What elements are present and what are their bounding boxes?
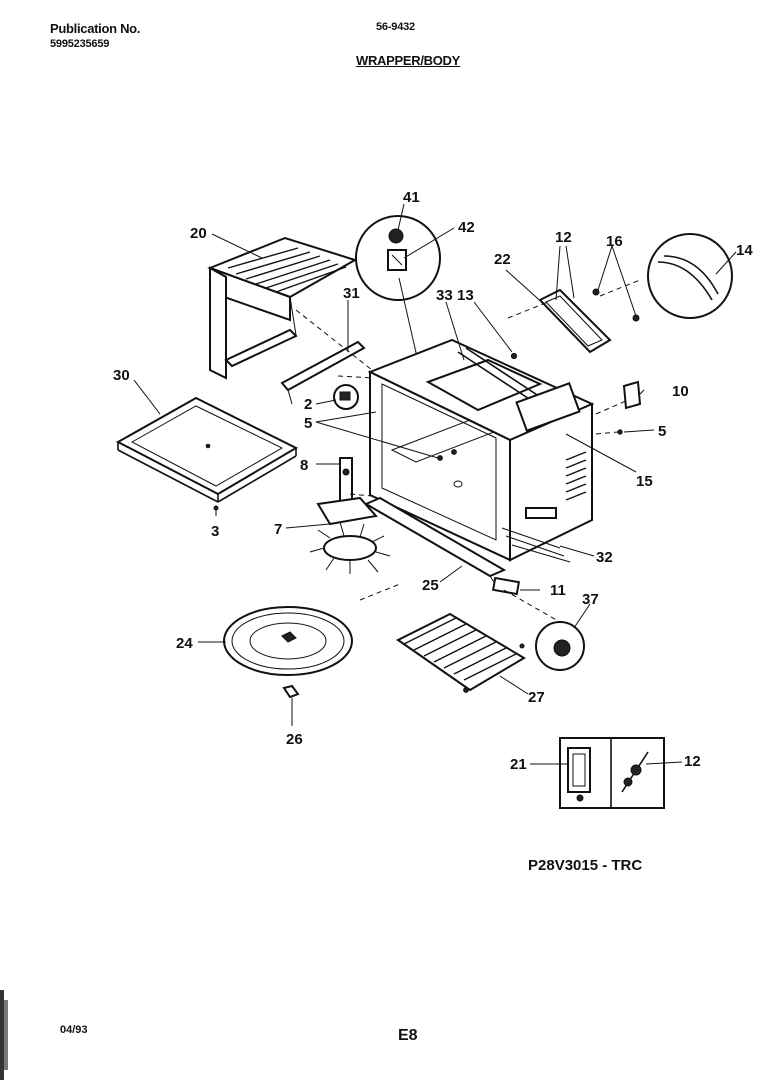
part-25-bottom-rail <box>363 496 507 583</box>
part-8-stirrer-shaft <box>339 457 353 505</box>
callout-15: 15 <box>636 473 653 490</box>
part-24-turntable <box>223 606 353 676</box>
model-code: 56-9432 <box>376 21 415 33</box>
callout-32: 32 <box>596 549 613 566</box>
callout-24: 24 <box>176 635 193 652</box>
part-11-fuse <box>491 576 521 596</box>
part-3-screw <box>213 505 219 511</box>
callout-21: 21 <box>510 756 527 773</box>
callout-10: 10 <box>672 383 689 400</box>
part-27-rack <box>396 612 526 693</box>
leader-lines <box>133 203 737 765</box>
callout-20: 20 <box>190 225 207 242</box>
callout-3: 3 <box>211 523 219 540</box>
section-title: WRAPPER/BODY <box>356 53 461 68</box>
callout-25: 25 <box>422 577 439 594</box>
publication-number: 5995235659 <box>50 38 110 50</box>
part-37-detail <box>519 621 585 671</box>
part-2-clip <box>333 384 359 410</box>
alignment-lines <box>295 309 629 623</box>
part-22-bracket <box>507 279 641 360</box>
callout-37: 37 <box>582 591 599 608</box>
callout-33: 33 <box>436 287 453 304</box>
callout-12-inset: 12 <box>684 753 701 770</box>
callout-5-right: 5 <box>658 423 666 440</box>
detail-circle-14 <box>647 233 733 319</box>
part-7-stirrer-blade <box>309 496 391 574</box>
callout-31: 31 <box>343 285 360 302</box>
part-5-screws <box>595 429 623 435</box>
callout-27: 27 <box>528 689 545 706</box>
callout-12-top: 12 <box>555 229 572 246</box>
callout-16: 16 <box>606 233 623 250</box>
inset-box-21-12 <box>559 737 665 809</box>
callout-14: 14 <box>736 242 753 259</box>
diagram-code: P28V3015 - TRC <box>528 857 642 874</box>
part-10-cover <box>622 380 642 410</box>
callout-41: 41 <box>403 189 420 206</box>
part-33-oven-cavity <box>367 338 595 563</box>
callout-7: 7 <box>274 521 282 538</box>
callout-30: 30 <box>113 367 130 384</box>
detail-circle-41-42 <box>355 215 441 459</box>
callout-5-left: 5 <box>304 415 312 432</box>
part-20-wrapper-top <box>207 236 358 380</box>
callout-8: 8 <box>300 457 308 474</box>
publication-label: Publication No. <box>50 21 141 36</box>
scan-edge-marks <box>0 990 8 1080</box>
part-31-rail <box>280 340 366 405</box>
callout-11: 11 <box>550 582 566 599</box>
footer-date: 04/93 <box>60 1024 88 1036</box>
part-30-tray <box>115 396 299 503</box>
part-26-coupler <box>282 684 300 699</box>
callout-2: 2 <box>304 396 312 413</box>
callout-13: 13 <box>457 287 474 304</box>
callout-22: 22 <box>494 251 511 268</box>
footer-page: E8 <box>398 1027 418 1044</box>
callout-26: 26 <box>286 731 303 748</box>
callout-numbers: 41 42 20 31 33 13 22 12 16 14 30 2 5 10 … <box>113 189 753 773</box>
callout-42: 42 <box>458 219 475 236</box>
